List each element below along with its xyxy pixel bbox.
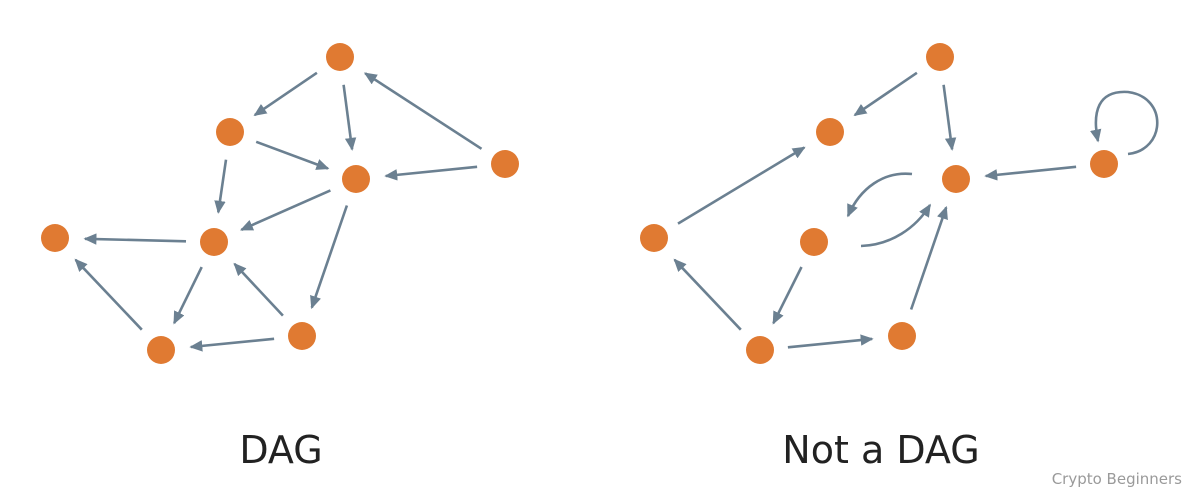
edge-a-to-b bbox=[853, 71, 918, 117]
edge-h-to-g bbox=[189, 337, 275, 352]
node-g bbox=[746, 336, 774, 364]
edge-c-to-f bbox=[846, 172, 913, 218]
watermark-text: Crypto Beginners bbox=[1051, 470, 1182, 488]
dag-caption: DAG bbox=[239, 428, 323, 472]
edge-c-to-e bbox=[239, 189, 331, 231]
edge-g-to-e bbox=[673, 258, 742, 331]
node-a bbox=[926, 43, 954, 71]
edge-d-to-a bbox=[363, 72, 483, 150]
edge-e-to-f bbox=[83, 233, 187, 245]
node-c bbox=[942, 165, 970, 193]
edge-e-to-g bbox=[173, 266, 203, 325]
node-d bbox=[491, 150, 519, 178]
node-g bbox=[147, 336, 175, 364]
node-f bbox=[41, 224, 69, 252]
edge-h-to-e bbox=[233, 262, 284, 317]
edge-f-to-c bbox=[860, 203, 932, 248]
edge-d-to-c bbox=[384, 165, 478, 181]
edge-a-to-c bbox=[342, 84, 357, 151]
not-dag-graph bbox=[640, 43, 1159, 364]
node-e bbox=[200, 228, 228, 256]
edge-f-to-g bbox=[772, 266, 803, 325]
edge-a-to-c bbox=[942, 84, 957, 151]
node-f bbox=[800, 228, 828, 256]
edge-b-to-c bbox=[255, 140, 330, 170]
node-e bbox=[640, 224, 668, 252]
edge-c-to-h bbox=[310, 205, 349, 310]
edge-d-to-c bbox=[984, 165, 1077, 181]
node-a bbox=[326, 43, 354, 71]
edge-a-to-b bbox=[253, 71, 318, 117]
dag-graph bbox=[41, 43, 519, 364]
edge-d-to-d bbox=[1090, 90, 1159, 156]
node-h bbox=[288, 322, 316, 350]
node-h bbox=[888, 322, 916, 350]
edge-b-to-e bbox=[214, 159, 228, 214]
edge-e-to-b bbox=[677, 146, 806, 225]
edge-g-to-h bbox=[787, 334, 874, 349]
edge-g-to-f bbox=[74, 258, 143, 331]
node-c bbox=[342, 165, 370, 193]
node-b bbox=[816, 118, 844, 146]
not-dag-caption: Not a DAG bbox=[782, 428, 980, 472]
node-b bbox=[216, 118, 244, 146]
node-d bbox=[1090, 150, 1118, 178]
edge-h-to-c bbox=[909, 205, 948, 310]
